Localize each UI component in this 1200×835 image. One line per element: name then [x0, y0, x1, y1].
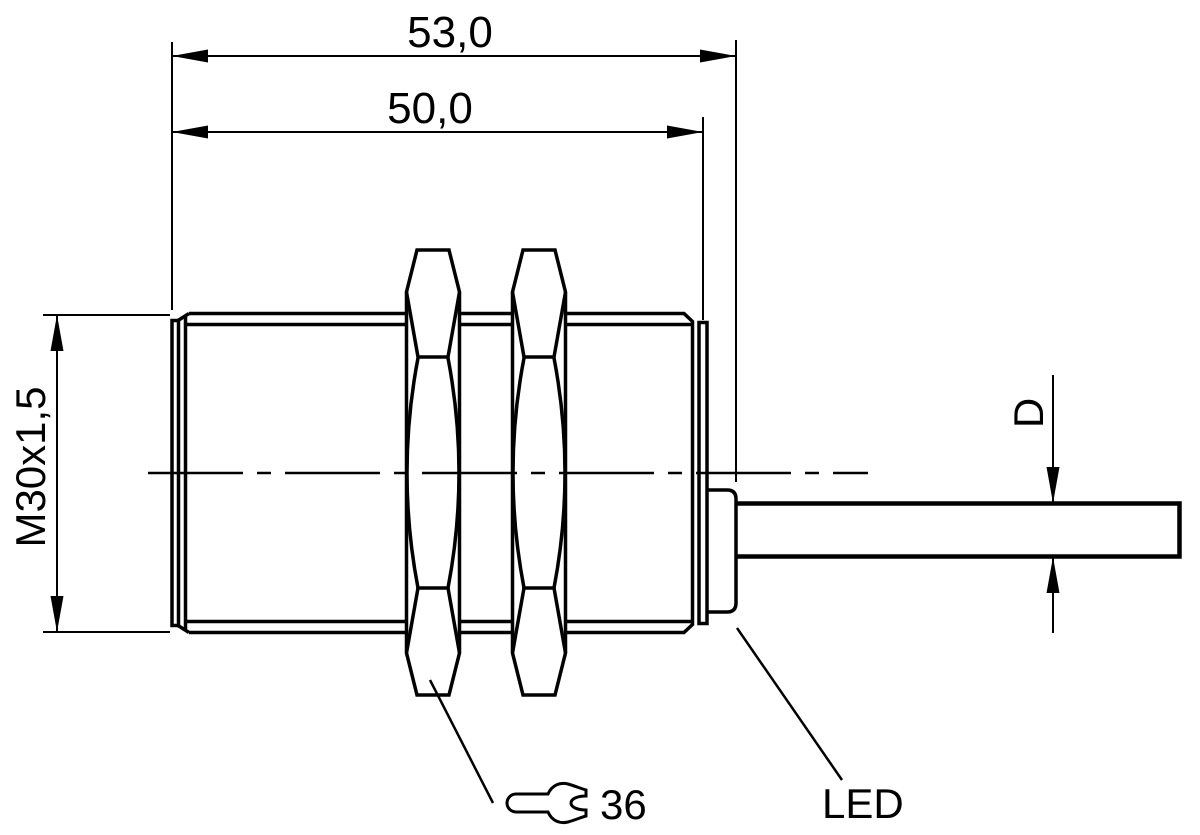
led-callout: LED	[735, 627, 904, 827]
arrowhead-top	[1046, 467, 1060, 503]
led-leader-line	[735, 627, 844, 781]
dimension-body-length: 50,0	[172, 84, 704, 320]
arrowhead-left	[172, 125, 208, 139]
nut-top-chamfer	[510, 291, 568, 359]
nut-top-chamfer	[404, 291, 462, 359]
arrowhead-bottom	[1046, 557, 1060, 593]
arrowhead-right	[700, 49, 736, 63]
wrench-leader-line	[428, 679, 495, 804]
cable-gland-block	[707, 488, 738, 614]
nut-bottom-chamfer	[404, 586, 462, 654]
arrowhead-top	[50, 315, 64, 351]
thread-spec-label: M30x1,5	[7, 386, 54, 547]
wrench-icon	[505, 781, 588, 825]
wrench-size-label: 36	[600, 781, 647, 828]
cable-diameter-label: D	[1005, 398, 1052, 428]
cable	[736, 501, 1182, 559]
dimension-cable-diameter: D	[1005, 375, 1060, 633]
dimension-total-length: 53,0	[171, 8, 737, 482]
arrowhead-left	[172, 49, 208, 63]
led-label: LED	[822, 780, 904, 827]
dimension-thread: M30x1,5	[7, 314, 170, 633]
arrowhead-right	[667, 125, 703, 139]
dimension-total-length-value: 53,0	[407, 8, 493, 57]
body-outline	[189, 311, 695, 635]
dimension-body-length-value: 50,0	[387, 84, 473, 133]
nut-bottom-chamfer	[510, 586, 568, 654]
front-chamfer-lines	[177, 312, 190, 634]
arrowhead-bottom	[50, 596, 64, 632]
wrench-callout: 36	[428, 679, 647, 828]
